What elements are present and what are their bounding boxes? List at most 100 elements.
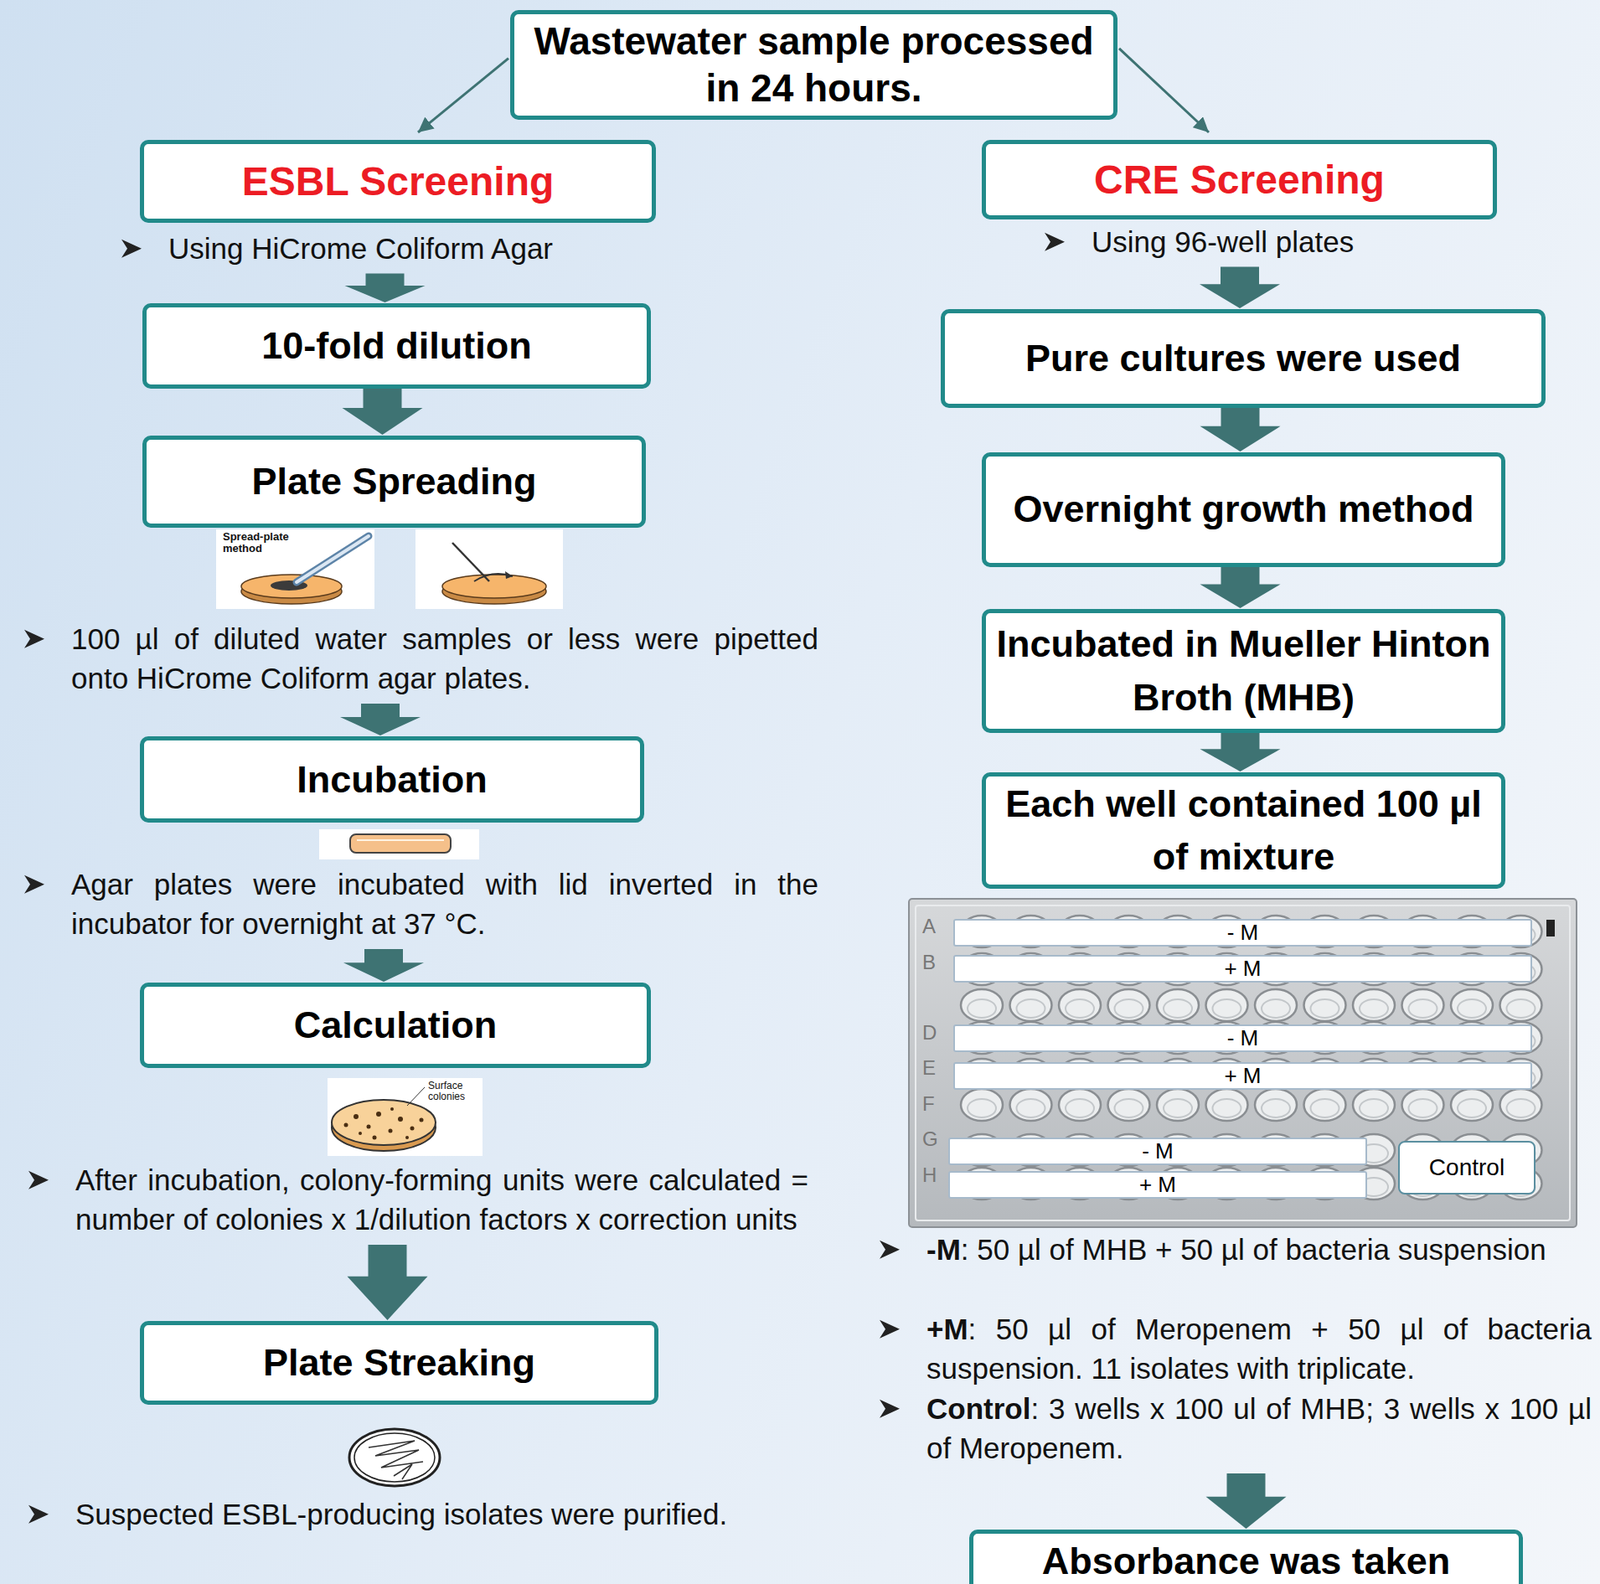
plate-notch bbox=[1546, 919, 1555, 937]
row-letter: D bbox=[922, 1021, 945, 1044]
box-label: Overnight growth method bbox=[1013, 483, 1475, 536]
well-shine bbox=[1261, 1099, 1291, 1118]
row-letter: B bbox=[922, 951, 945, 974]
box-label: 10-fold dilution bbox=[261, 323, 532, 369]
block-arrow bbox=[1199, 266, 1280, 309]
colony bbox=[372, 1135, 377, 1141]
box-label: Each well contained 100 µl of mixture bbox=[996, 778, 1492, 883]
row-letter: H bbox=[922, 1164, 945, 1187]
well-shine bbox=[1409, 999, 1438, 1018]
start-box: Wastewater sample processed in 24 hours. bbox=[510, 10, 1118, 120]
well-shine bbox=[1261, 999, 1291, 1018]
bullet-text: Control: 3 wells x 100 ul of MHB; 3 well… bbox=[926, 1388, 1592, 1469]
bullet-text: Using 96-well plates bbox=[1091, 221, 1511, 262]
row-letter: A bbox=[922, 915, 945, 938]
streak-lines bbox=[368, 1440, 424, 1480]
bullet-text: Suspected ESBL-producing isolates were p… bbox=[75, 1494, 738, 1534]
bullets bbox=[24, 232, 1065, 1524]
colony bbox=[405, 1135, 409, 1140]
leader-line bbox=[407, 1087, 425, 1106]
well-shine bbox=[1212, 1099, 1242, 1118]
well bbox=[1058, 1089, 1101, 1121]
block-arrow bbox=[347, 1244, 429, 1321]
well bbox=[1402, 1089, 1445, 1121]
petri-dish bbox=[241, 574, 342, 599]
well-shine bbox=[1507, 1099, 1536, 1118]
well bbox=[1058, 989, 1101, 1022]
bullet-arrow bbox=[24, 629, 45, 649]
box-label: Incubation bbox=[296, 757, 487, 803]
agar-plate-side bbox=[356, 839, 444, 842]
figure-panel bbox=[415, 529, 563, 610]
block-arrow bbox=[1206, 1473, 1287, 1529]
block-arrow bbox=[1200, 407, 1281, 452]
process-box: Incubated in Mueller Hinton Broth (MHB) bbox=[981, 609, 1506, 733]
process-box: Plate Streaking bbox=[139, 1321, 659, 1405]
colony bbox=[390, 1107, 394, 1111]
well bbox=[960, 1089, 1003, 1121]
box-label: Control bbox=[1429, 1155, 1505, 1182]
well-shine bbox=[1065, 999, 1095, 1018]
row-letter: F bbox=[922, 1093, 945, 1115]
well bbox=[1352, 1089, 1395, 1121]
block-arrow bbox=[343, 949, 424, 982]
row-letter: E bbox=[922, 1057, 945, 1079]
text-run: : 50 µl of MHB + 50 µl of bacteria suspe… bbox=[960, 1233, 1547, 1266]
well bbox=[1010, 989, 1053, 1022]
well bbox=[1206, 989, 1249, 1022]
well-shine bbox=[967, 999, 997, 1018]
row-letter: G bbox=[922, 1128, 945, 1151]
well-shine bbox=[1163, 999, 1193, 1018]
well bbox=[1500, 1089, 1543, 1121]
well-shine bbox=[1016, 1099, 1046, 1118]
well bbox=[1402, 989, 1445, 1022]
text-run: E bbox=[922, 1056, 936, 1079]
figure-panel bbox=[319, 829, 480, 860]
bullet-arrow bbox=[28, 1505, 49, 1524]
block-arrow bbox=[340, 703, 421, 736]
box-label: - M bbox=[1141, 1139, 1174, 1164]
text-run: B bbox=[922, 950, 936, 974]
well-shine bbox=[1212, 999, 1242, 1018]
colony bbox=[388, 1129, 393, 1134]
block-arrow bbox=[345, 273, 426, 303]
well-shine bbox=[1163, 1099, 1193, 1118]
text-run: H bbox=[922, 1163, 937, 1187]
text-run: Using 96-well plates bbox=[1091, 225, 1354, 259]
well-row-label: + M bbox=[948, 1171, 1368, 1199]
bullet-arrow bbox=[1044, 232, 1065, 252]
figure-panel bbox=[327, 1078, 483, 1157]
box-label: ESBL Screening bbox=[242, 157, 555, 207]
box-label: Plate Spreading bbox=[251, 459, 537, 505]
block-arrow bbox=[1200, 732, 1281, 772]
box-label: Incubated in Mueller Hinton Broth (MHB) bbox=[996, 617, 1492, 725]
well-plate bbox=[908, 898, 1577, 1228]
bullet-text: After incubation, colony-forming units w… bbox=[75, 1160, 809, 1240]
well-shine bbox=[1310, 999, 1340, 1018]
colony bbox=[376, 1111, 382, 1117]
well-row-label: - M bbox=[953, 918, 1533, 947]
box-label: + M bbox=[1223, 956, 1261, 981]
well bbox=[1304, 1089, 1347, 1121]
box-label: Calculation bbox=[294, 1002, 498, 1048]
branch-header-box: CRE Screening bbox=[981, 139, 1497, 220]
box-label: + M bbox=[1139, 1172, 1177, 1198]
bullet-key: Control bbox=[926, 1392, 1031, 1425]
well-shine bbox=[1359, 1099, 1389, 1118]
text-run: : 50 µl of Meropenem + 50 µl of bacteria… bbox=[926, 1312, 1592, 1385]
well-shine bbox=[1457, 1099, 1487, 1118]
bullet-text: -M: 50 µl of MHB + 50 µl of bacteria sus… bbox=[926, 1229, 1592, 1270]
well-plate bbox=[915, 905, 1570, 1221]
well bbox=[1500, 989, 1543, 1022]
text-run: Agar plates were incubated with lid inve… bbox=[71, 867, 819, 940]
text-run: Spread-plate method bbox=[222, 530, 290, 555]
well bbox=[1206, 1089, 1249, 1121]
well-shine bbox=[1114, 999, 1144, 1018]
well bbox=[1156, 1089, 1199, 1121]
colony bbox=[344, 1123, 349, 1128]
colony bbox=[419, 1118, 424, 1123]
pipette bbox=[296, 536, 369, 583]
bullet-arrow bbox=[24, 875, 45, 894]
text-run: 100 µl of diluted water samples or less … bbox=[71, 622, 819, 695]
bullet-text: 100 µl of diluted water samples or less … bbox=[71, 619, 819, 699]
